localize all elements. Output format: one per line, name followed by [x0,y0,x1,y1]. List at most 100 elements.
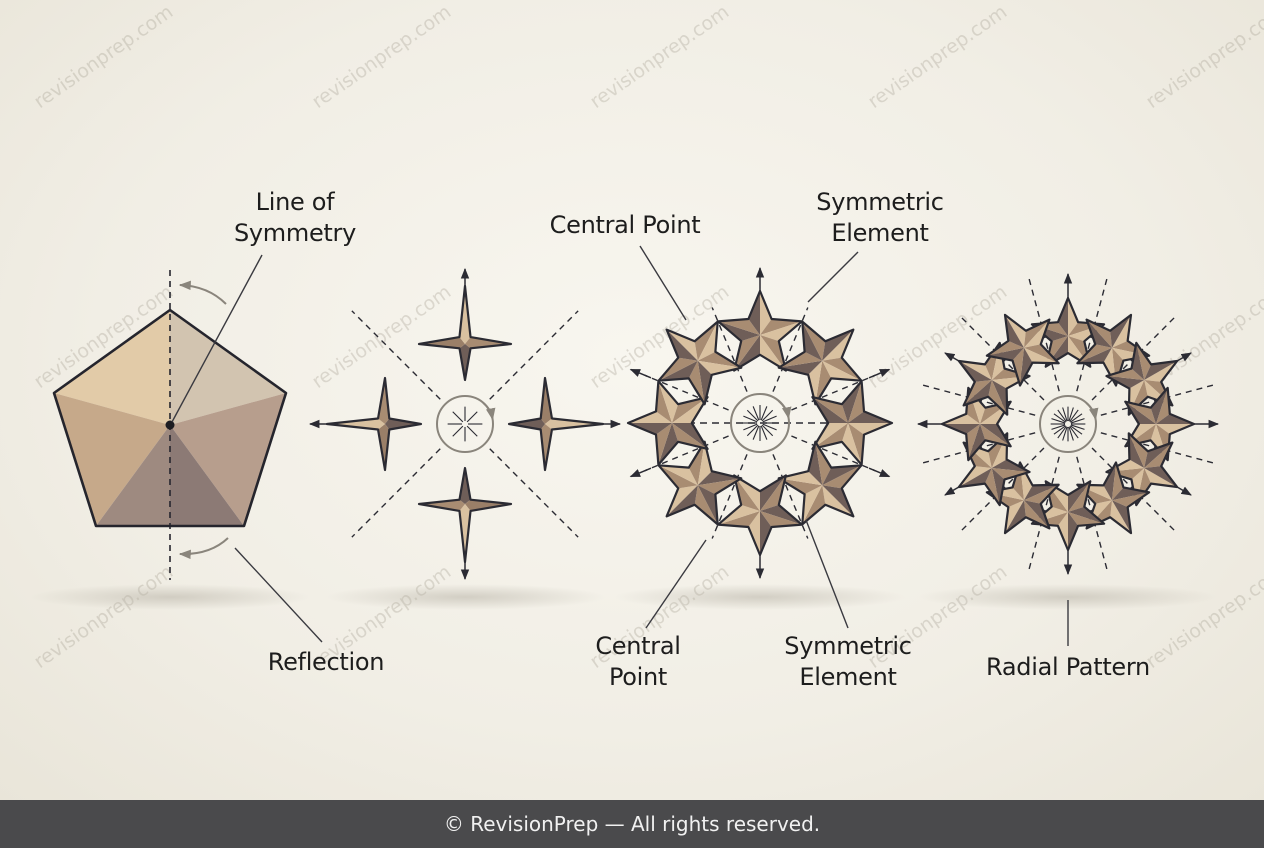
five-point-star-facet [848,423,892,435]
five-point-star-facet [760,511,772,555]
flip-arrow-top [178,280,227,305]
five-point-star-facet [1045,481,1068,512]
five-point-star-facet [760,335,786,371]
five-point-star-facet [697,360,712,405]
five-point-star-facet [942,413,980,424]
five-point-star-facet [760,319,802,335]
five-point-star [626,380,709,466]
five-point-star-facet [1005,500,1026,534]
five-point-star-facet [1128,433,1145,468]
five-point-star-facet [1005,314,1026,348]
footer-copyright: © RevisionPrep — All rights reserved. [443,812,821,836]
center-hub-spoke [1053,425,1066,435]
center-hub-spoke [1057,426,1067,439]
five-point-star-outline [657,320,743,406]
five-point-star-facet [1045,336,1068,367]
flip-arrow-bottom [178,537,229,560]
label-central-point-bottom: Central Point [595,632,681,691]
five-point-star-facet [991,368,1030,380]
five-point-star [940,386,1012,462]
five-point-star-facet [697,471,742,486]
center-hub-ring [436,395,494,453]
center-hub-spoke [762,415,777,423]
five-point-star-facet [718,319,760,335]
five-point-star-facet [1136,342,1152,380]
center-hub-spoke [1070,424,1085,430]
center-hub-spoke [1051,418,1066,424]
symmetry-diagram [30,245,1220,646]
center-hub-spoke [1051,424,1066,430]
center-hub-spoke [746,424,759,437]
pentagon-facet-bottom-right [170,425,244,526]
five-point-star-facet [697,441,712,486]
five-point-star-facet [1024,344,1059,364]
five-point-star-facet [734,475,760,511]
five-point-star-facet [734,335,760,371]
sector-guide [644,435,729,472]
five-point-star-facet [697,478,742,495]
five-point-star-facet [697,485,718,525]
shadow-3 [615,584,905,610]
five-point-star-facet [958,361,992,380]
five-point-star-facet [688,360,705,405]
center-hub-spoke [1070,413,1083,423]
five-point-star-facet [697,351,742,368]
center-hub-spoke [752,406,760,421]
five-point-star-facet [718,321,760,342]
pentagon-facet-bottom-left [96,425,170,526]
five-point-star-outline [777,440,863,526]
five-point-star-facet [1005,314,1024,348]
center-hub-spoke [761,409,774,422]
five-point-star-facet [1077,344,1112,364]
five-point-star-facet [697,360,742,375]
diagonal-guide [351,310,441,400]
diagonal-guide [489,448,579,538]
five-point-star-facet [1012,462,1024,501]
five-point-star-facet [815,441,832,486]
center-hub-rotation-arrow [482,401,496,421]
five-point-star-facet [1144,442,1173,468]
five-point-star-facet [1112,492,1150,508]
center-hub-spoke [743,423,758,431]
five-point-star [777,440,863,526]
five-point-star-facet [968,424,986,461]
five-point-star-facet [991,433,1008,468]
five-point-star-facet [958,468,992,487]
pentagon-reflection-figure [52,270,288,580]
oblique-arrow [868,467,891,478]
sector-guide [772,454,809,539]
five-point-star-outline [626,380,709,466]
five-point-star-facet [802,485,823,525]
five-point-star-facet [958,466,992,487]
five-point-star-facet [1156,387,1170,424]
pentagon-facet-right [170,393,286,526]
five-point-star-facet [841,381,862,423]
sector-guide [791,374,876,411]
five-point-star-facet [760,291,772,335]
five-point-star-facet [1106,368,1145,380]
pentagon-facet-top-left [54,310,170,425]
five-point-star-facet [1012,347,1024,386]
five-point-star-outline [985,313,1060,387]
center-hub-spoke [1068,426,1074,441]
label-central-point-top: Central Point [549,211,701,239]
five-point-star-facet [1068,298,1079,336]
oblique-arrow [868,368,891,379]
five-point-star-facet [991,468,1030,480]
rotational-order-8-figure [626,266,894,580]
five-point-star-outline [717,289,803,372]
shadow-1 [30,584,310,610]
center-hub-spoke [1069,409,1079,422]
five-point-star-facet [697,321,718,361]
five-point-star-facet [628,423,672,435]
leader-reflection [234,547,323,643]
five-point-star-facet [1057,298,1068,336]
five-point-star [1076,313,1151,387]
five-point-star-facet [658,423,679,465]
five-point-star-facet [822,357,862,381]
five-point-star-facet [748,291,760,335]
five-point-star-facet [991,380,1008,415]
pentagon-center-dot [165,420,175,430]
five-point-star-facet [1068,512,1105,526]
